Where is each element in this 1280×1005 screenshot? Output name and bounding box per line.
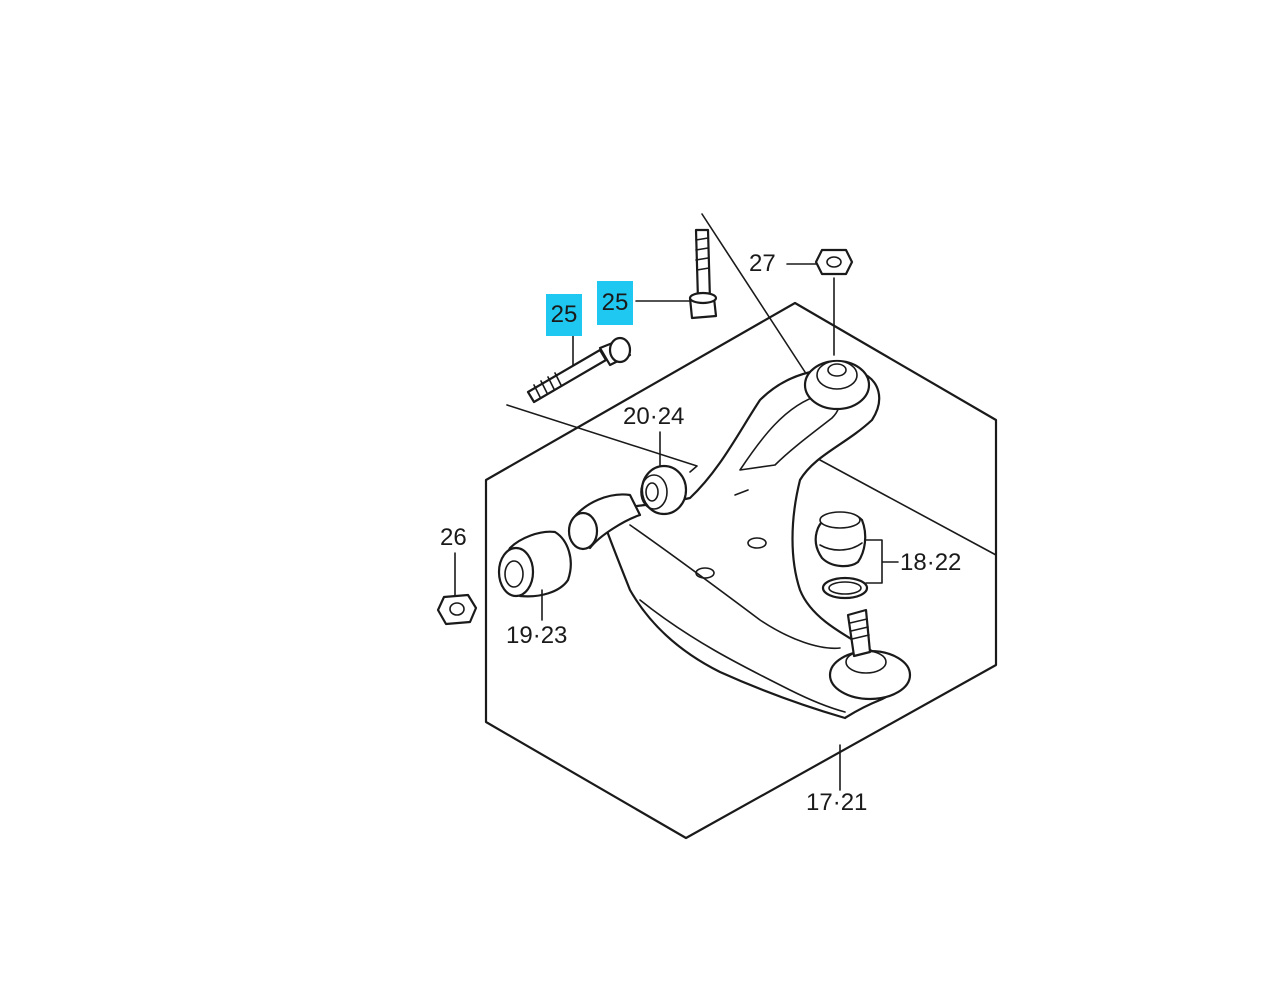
callout-lower-arm: 17·21 xyxy=(806,789,868,816)
bushing-large xyxy=(497,530,572,598)
callout-bolt-front: 25 xyxy=(597,281,633,325)
arm-hole-2 xyxy=(695,567,715,579)
arm-slot xyxy=(734,489,749,496)
callout-bushing-small: 20·24 xyxy=(623,403,685,430)
bolt-front xyxy=(688,228,718,320)
callout-bolt-rear: 25 xyxy=(546,294,582,336)
arm-lower-edge xyxy=(639,599,846,713)
bolt-axis-line xyxy=(506,404,698,473)
callout-ball-joint: 18·22 xyxy=(900,549,962,576)
ball-joint-axis-line xyxy=(819,459,997,556)
bolt-rear xyxy=(526,336,632,404)
nut-left xyxy=(436,593,478,626)
callout-bushing-large: 19·23 xyxy=(506,622,568,649)
nut-top xyxy=(814,248,854,276)
arm-front-eye-hole xyxy=(827,363,847,377)
ball-joint-boot xyxy=(814,511,867,568)
callout-nut-left: 26 xyxy=(440,524,467,551)
bushing-small xyxy=(640,464,688,516)
arm-rear-stub-end xyxy=(567,511,599,551)
assembly-frame xyxy=(484,301,998,840)
leader-18-22 xyxy=(865,539,899,584)
arm-inner-edge xyxy=(629,524,841,650)
callout-bolt-rear-text: 25 xyxy=(550,301,578,328)
callout-nut-top: 27 xyxy=(749,250,776,277)
arm-front-eye-inner xyxy=(816,360,858,390)
ball-joint-seat xyxy=(828,649,912,701)
circlip-ring xyxy=(821,576,869,600)
bolt-axis-line-front xyxy=(701,213,806,373)
callout-bolt-front-text: 25 xyxy=(601,289,629,316)
arm-hole-1 xyxy=(747,537,767,549)
